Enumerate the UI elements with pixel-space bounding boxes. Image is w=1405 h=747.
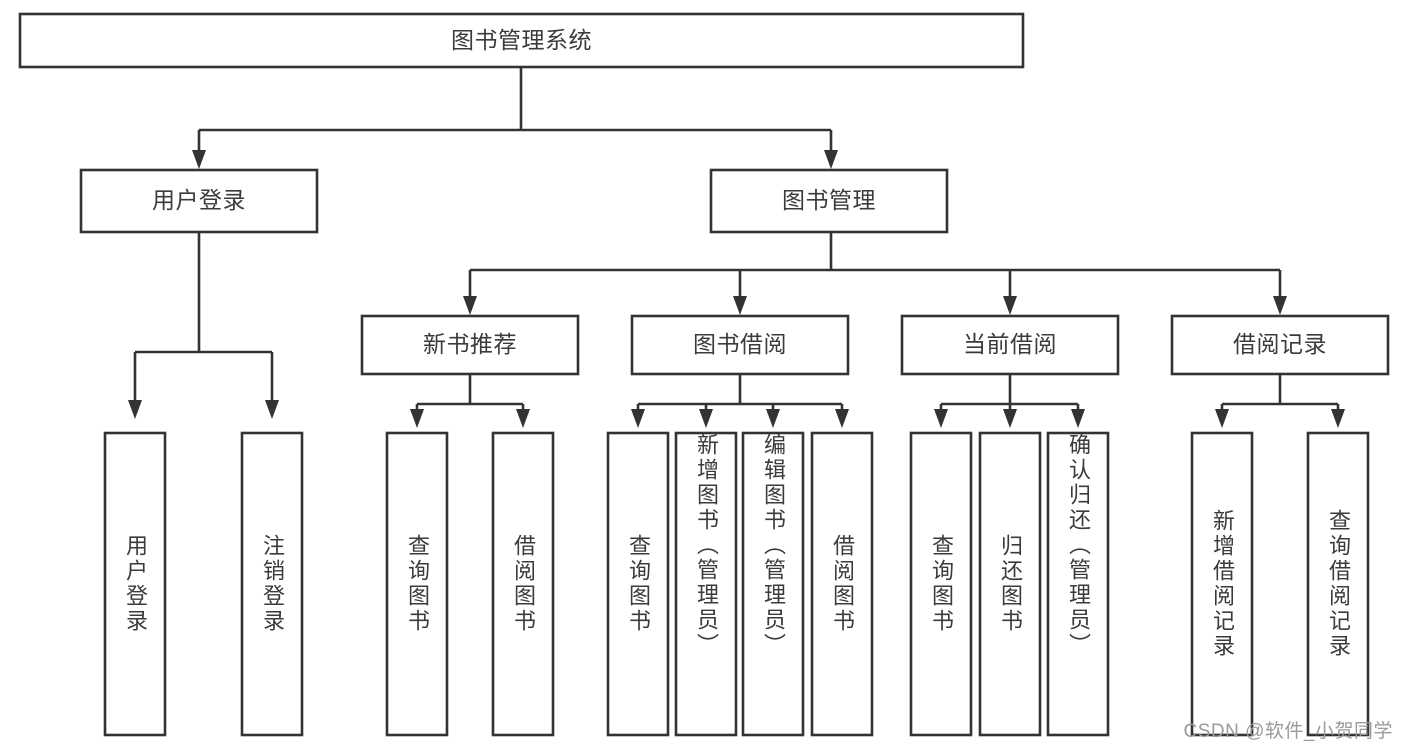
node-box-record [1170, 314, 1390, 376]
csdn-watermark: CSDN @软件_小贺同学 [1183, 721, 1393, 742]
leaf-box-current-0 [909, 431, 973, 737]
leaf-box-user-login-0 [103, 431, 167, 737]
connector-root-to-level2 [192, 67, 838, 169]
leaf-box-book-borrow-1 [674, 431, 738, 737]
connector-bookmgmt-to-level3 [463, 232, 1287, 315]
leaf-box-book-borrow-0 [606, 431, 670, 737]
connector-newbook-to-leaves [410, 374, 530, 428]
node-box-book-mgmt [709, 168, 949, 234]
connector-current-to-leaves [934, 374, 1085, 428]
connector-record-to-leaves [1215, 374, 1345, 428]
leaf-box-record-0 [1190, 431, 1254, 737]
leaf-box-user-login-1 [240, 431, 304, 737]
leaf-box-book-borrow-2 [741, 431, 805, 737]
node-box-root [18, 12, 1025, 69]
leaf-box-current-1 [978, 431, 1042, 737]
leaf-box-current-2 [1046, 431, 1110, 737]
node-box-user-login [79, 168, 319, 234]
leaf-box-book-borrow-3 [810, 431, 874, 737]
connector-borrow-to-leaves [631, 374, 849, 428]
node-box-book-borrow [630, 314, 850, 376]
leaf-box-record-1 [1306, 431, 1370, 737]
leaf-box-new-book-1 [491, 431, 555, 737]
node-box-new-book [360, 314, 580, 376]
connector-userlogin-to-leaves [128, 232, 279, 419]
leaf-box-new-book-0 [385, 431, 449, 737]
node-box-current [900, 314, 1120, 376]
